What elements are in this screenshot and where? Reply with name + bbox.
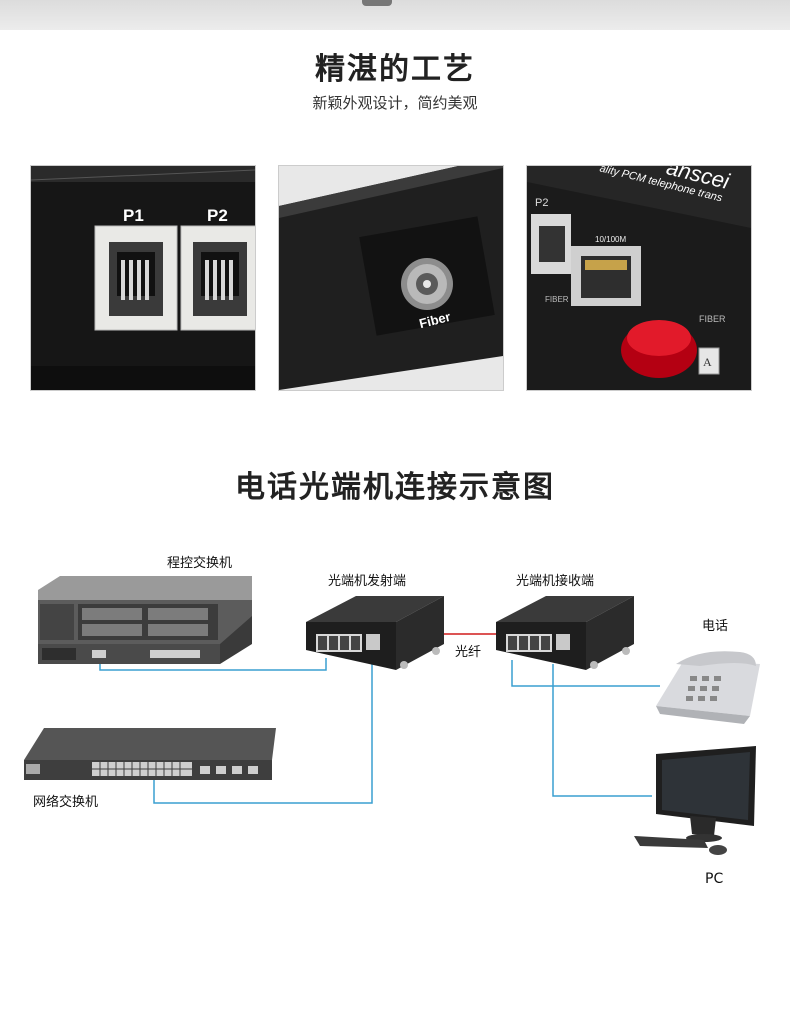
pbx-device bbox=[38, 576, 252, 664]
photo-rj45-fiber: ality PCM telephone trans anscei P2 10/1… bbox=[526, 165, 752, 391]
label-fiber-right: FIBER bbox=[699, 314, 726, 324]
network-switch-device bbox=[24, 728, 276, 780]
section-title-diagram: 电话光端机连接示意图 bbox=[235, 470, 555, 505]
label-a: A bbox=[703, 355, 712, 369]
line-rx-to-phone bbox=[511, 660, 660, 687]
label-fiber-left: FIBER bbox=[545, 295, 569, 304]
label-phone: 电话 bbox=[702, 619, 729, 634]
label-speed: 10/100M bbox=[595, 235, 626, 244]
label-switch: 网络交换机 bbox=[33, 795, 99, 810]
label-fiber: 光纤 bbox=[455, 645, 482, 660]
rj45-fiber-graphic: ality PCM telephone trans anscei P2 10/1… bbox=[527, 166, 751, 390]
rj11-ports-graphic: P1 P2 bbox=[31, 166, 255, 390]
section-title-craft: 精湛的工艺 bbox=[315, 52, 475, 87]
label-pbx: 程控交换机 bbox=[167, 556, 233, 571]
label-rx: 光端机接收端 bbox=[516, 574, 595, 589]
label-pc: PC bbox=[705, 871, 724, 887]
section-subtitle-craft: 新颖外观设计，简约美观 bbox=[312, 94, 478, 112]
line-rx-to-pc bbox=[552, 664, 652, 797]
label-tx: 光端机发射端 bbox=[328, 574, 407, 589]
fiber-port-graphic: Fiber bbox=[279, 166, 503, 390]
fiber-port-label: Fiber bbox=[418, 309, 452, 331]
top-strip-knob bbox=[362, 0, 392, 6]
rx-device bbox=[496, 596, 634, 670]
line-switch-to-tx bbox=[153, 664, 373, 804]
photo-rj11-ports: P1 P2 bbox=[30, 165, 256, 391]
photo-fiber-port: Fiber bbox=[278, 165, 504, 391]
telephone-device bbox=[656, 651, 760, 724]
pc-device bbox=[634, 746, 756, 855]
top-strip bbox=[0, 0, 790, 30]
port-label-p1: P1 bbox=[123, 206, 144, 225]
tx-device bbox=[306, 596, 444, 670]
port-label-p2: P2 bbox=[207, 206, 228, 225]
label-p2: P2 bbox=[535, 197, 548, 209]
